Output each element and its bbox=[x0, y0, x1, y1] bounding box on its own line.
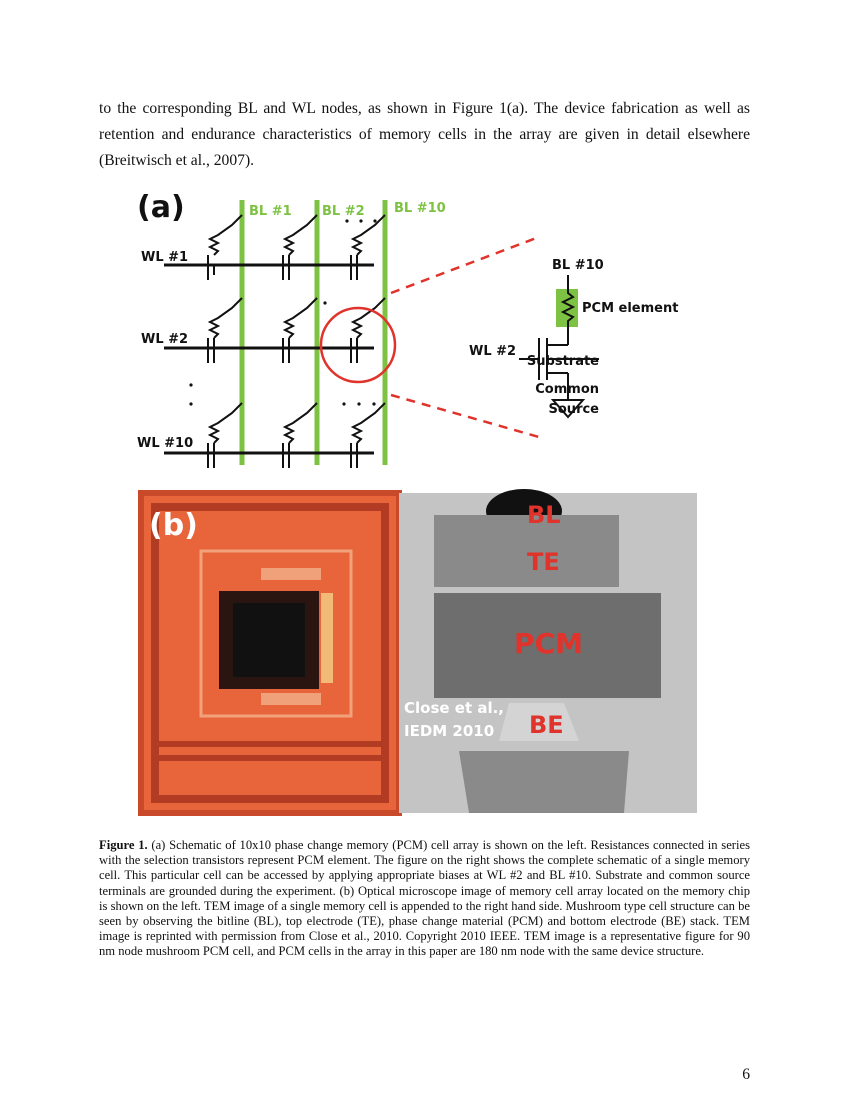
top-electrode-layer bbox=[434, 515, 619, 587]
zoom-wordline-label: WL #2 bbox=[469, 344, 516, 359]
bitline-10-label: BL #10 bbox=[394, 201, 446, 216]
zoom-line-bottom bbox=[390, 393, 540, 439]
tem-label-be: BE bbox=[529, 711, 564, 739]
zoom-line-top bbox=[390, 235, 540, 295]
tem-label-te: TE bbox=[527, 548, 560, 576]
tem-label-pcm: PCM bbox=[514, 627, 583, 660]
ellipsis-dots bbox=[189, 219, 377, 406]
tem-credit-line-1: Close et al., bbox=[404, 699, 504, 717]
tem-credit-line-2: IEDM 2010 bbox=[404, 722, 494, 740]
pcm-layer bbox=[434, 593, 661, 698]
panel-b-label: (b) bbox=[149, 508, 198, 543]
ground-symbol bbox=[550, 399, 586, 419]
page-number: 6 bbox=[742, 1066, 750, 1083]
zoom-highlight-circle bbox=[319, 306, 397, 384]
intro-paragraph: to the corresponding BL and WL nodes, as… bbox=[99, 100, 750, 169]
bottom-electrode-layer bbox=[499, 703, 579, 741]
tem-label-bl: BL bbox=[527, 501, 561, 529]
bitline-2-label: BL #2 bbox=[322, 204, 365, 219]
substrate-label: Substrate bbox=[527, 354, 599, 369]
caption-label: Figure 1. bbox=[99, 838, 148, 852]
bitline-1-label: BL #1 bbox=[249, 204, 292, 219]
wordline-1-label: WL #1 bbox=[141, 250, 188, 265]
panel-a-label: (a) bbox=[137, 190, 185, 225]
array-schematic: (a) BL #1 BL #2 BL #10 WL #1 WL #2 WL #1… bbox=[137, 190, 678, 468]
figure-1: (a) BL #1 BL #2 BL #10 WL #1 WL #2 WL #1… bbox=[99, 180, 750, 820]
pcm-element-label: PCM element bbox=[582, 301, 678, 316]
wordline-2-label: WL #2 bbox=[141, 332, 188, 347]
tem-image: BL TE PCM BE Close et al., IEDM 2010 bbox=[399, 489, 697, 813]
memory-cells bbox=[207, 214, 386, 468]
optical-microscope-image: (b) bbox=[138, 490, 402, 816]
source-label: Source bbox=[549, 402, 600, 417]
zoom-bitline-label: BL #10 bbox=[552, 258, 604, 273]
common-label: Common bbox=[535, 382, 599, 397]
figure-caption: Figure 1. (a) Schematic of 10x10 phase c… bbox=[99, 838, 750, 960]
caption-text: (a) Schematic of 10x10 phase change memo… bbox=[99, 838, 750, 959]
wordline-10-label: WL #10 bbox=[137, 436, 193, 451]
